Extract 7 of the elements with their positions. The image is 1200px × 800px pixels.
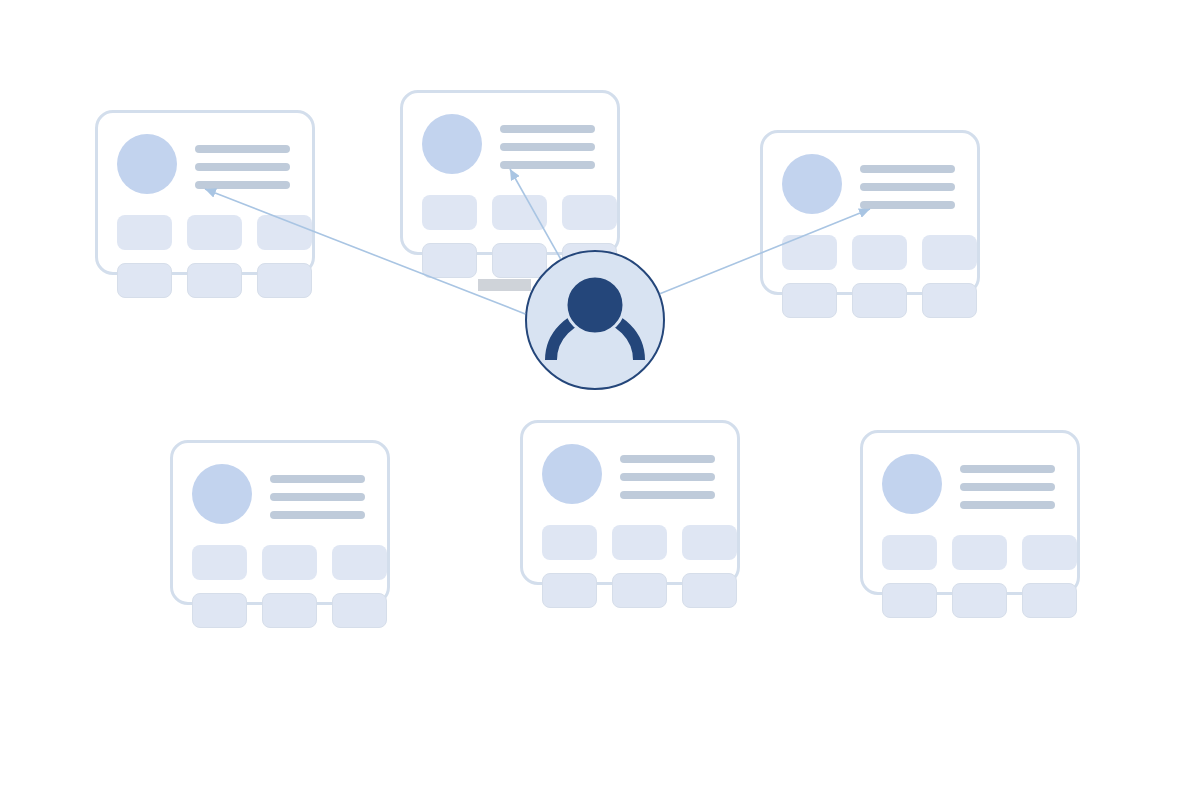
backing-block [478,279,531,291]
arrow [204,188,527,315]
arrow [509,168,562,260]
text-lines-placeholder [500,125,595,169]
text-lines-placeholder [195,145,290,189]
text-lines-placeholder [860,165,955,209]
arrow [659,208,871,295]
